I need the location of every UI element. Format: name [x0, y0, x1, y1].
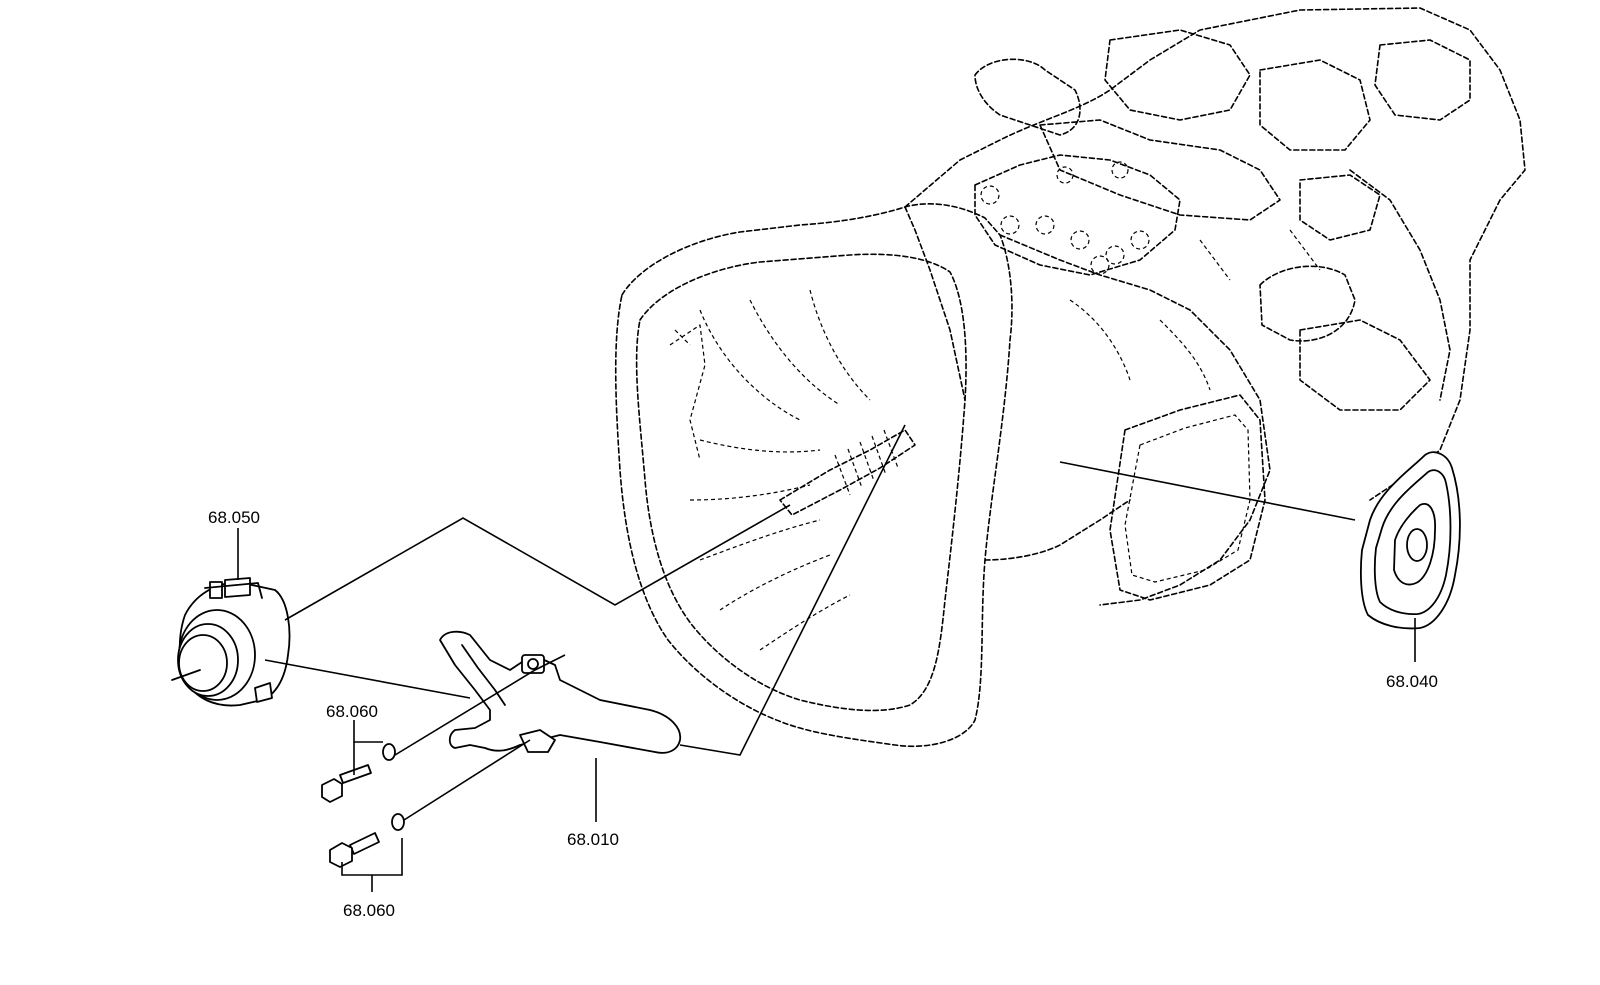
bolt-lower-part: [329, 813, 405, 868]
bolt-upper-part: [321, 743, 396, 803]
callout-68-060-lower: 68.060: [343, 901, 395, 920]
callout-68-040: 68.040: [1386, 672, 1438, 691]
release-fork-part: [439, 630, 682, 754]
transmission-housing: [614, 7, 1526, 748]
assembly-lines: [237, 424, 1416, 892]
callout-68-050: 68.050: [208, 508, 260, 527]
callout-68-060-upper: 68.060: [326, 702, 378, 721]
cover-gasket-part: [1359, 451, 1461, 630]
release-bearing-part: [171, 577, 291, 707]
callout-68-010: 68.010: [567, 830, 619, 849]
